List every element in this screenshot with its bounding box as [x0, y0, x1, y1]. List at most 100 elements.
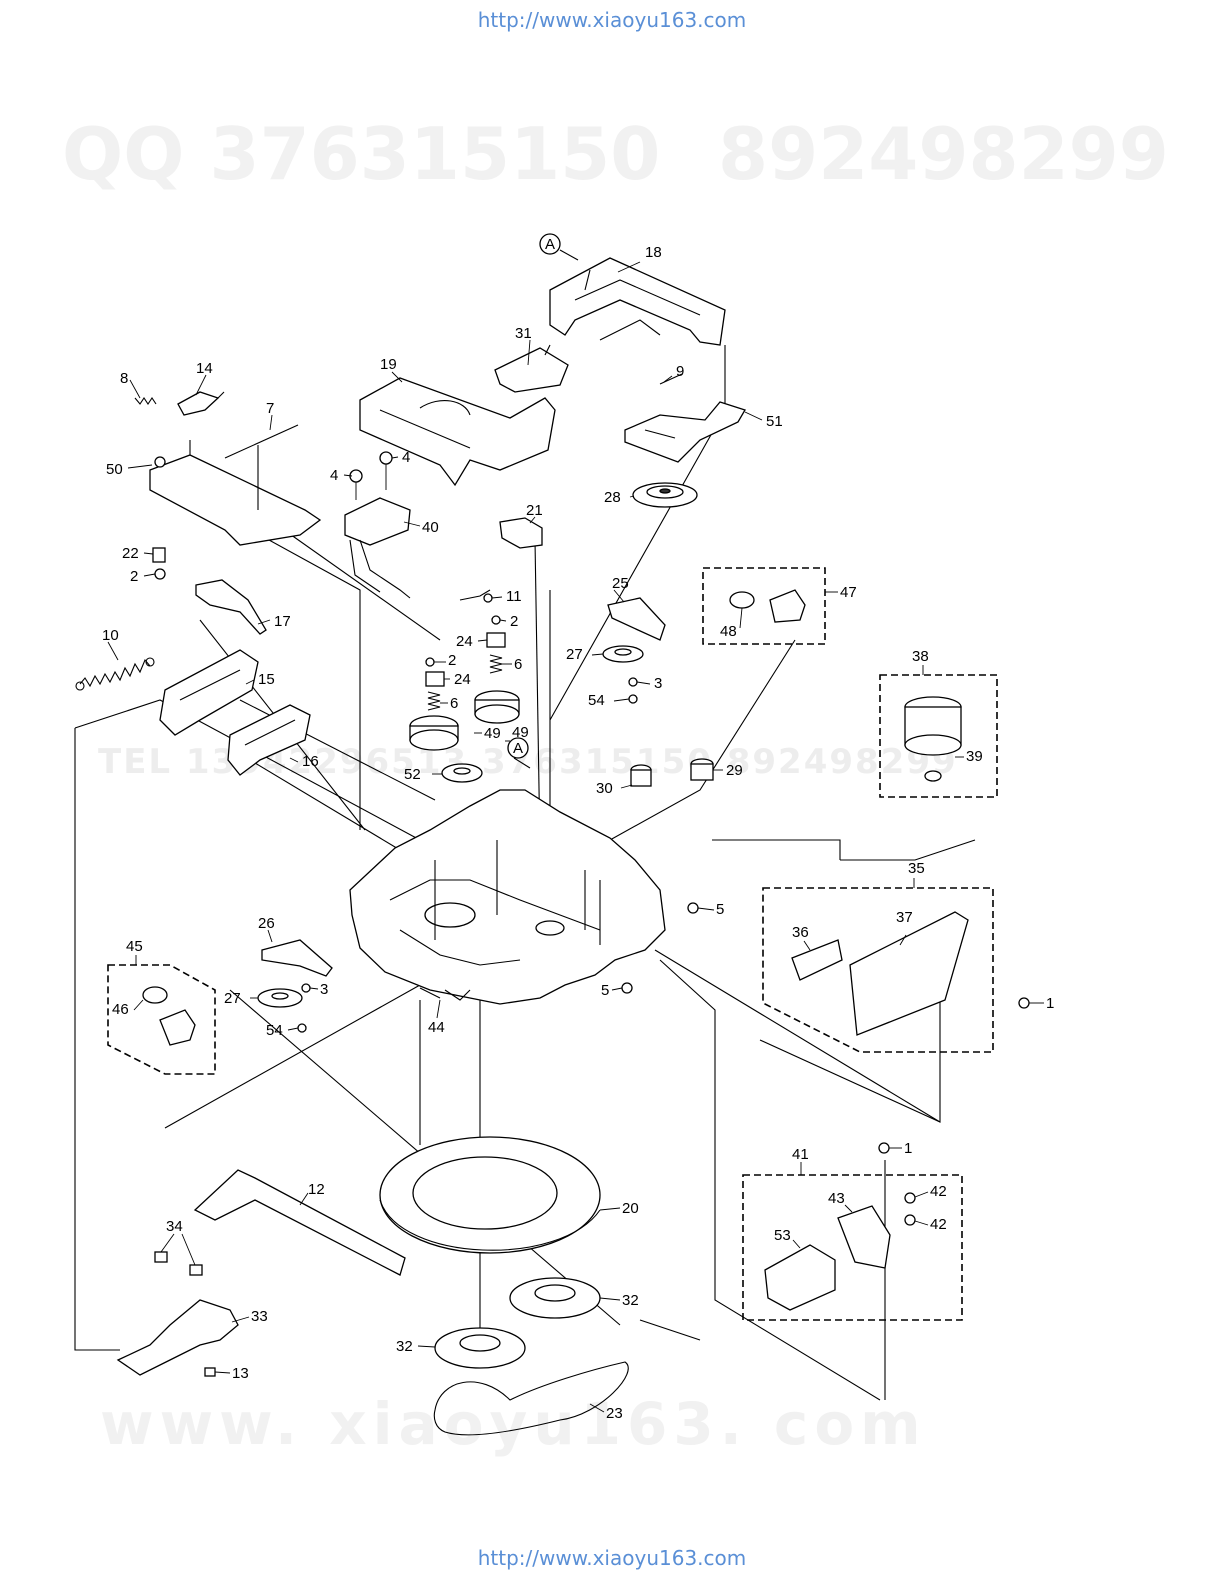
label-33: 33	[251, 1308, 268, 1325]
part-29-gear	[690, 758, 714, 781]
part-49-gears	[409, 690, 520, 751]
part-16-slider	[227, 704, 311, 776]
label-48: 48	[720, 623, 737, 640]
label-23: 23	[606, 1405, 623, 1422]
part-14-lever	[177, 391, 225, 416]
label-41: 41	[792, 1146, 809, 1163]
label-36: 36	[792, 924, 809, 941]
part-12-flat-cable	[193, 1169, 406, 1276]
label-14: 14	[196, 360, 213, 377]
part-41-loading-motor-group	[742, 1142, 963, 1321]
part-31-bracket	[494, 344, 569, 393]
part-52-gear	[441, 763, 483, 783]
part-15-slider	[159, 649, 259, 736]
part-32-pulley-left	[434, 1327, 526, 1369]
part-34-switches	[154, 1251, 203, 1276]
part-4-screws	[349, 451, 393, 500]
label-25: 25	[612, 575, 629, 592]
part-28-gear	[632, 482, 698, 508]
main-chassis	[349, 789, 666, 1005]
part-24-collars	[425, 632, 506, 687]
label-13: 13	[232, 1365, 249, 1382]
label-27-upper: 27	[566, 646, 583, 663]
label-9: 9	[676, 363, 684, 380]
label-34: 34	[166, 1218, 183, 1235]
label-2-center-upper: 2	[510, 613, 518, 630]
label-3-upper: 3	[654, 675, 662, 692]
label-24-lower: 24	[454, 671, 471, 688]
label-15: 15	[258, 671, 275, 688]
part-26-lever	[261, 939, 333, 977]
ref-marker-a-center: A	[507, 737, 531, 769]
label-39: 39	[966, 748, 983, 765]
ref-marker-a-label-center: A	[513, 740, 523, 757]
part-27-gear-lower	[257, 988, 303, 1008]
part-9-pin	[659, 373, 683, 385]
label-32-right: 32	[622, 1292, 639, 1309]
part-32-pulley-right	[509, 1277, 601, 1319]
label-43: 43	[828, 1190, 845, 1207]
label-54-lower: 54	[266, 1022, 283, 1039]
label-1-lower: 1	[904, 1140, 912, 1157]
label-16: 16	[302, 753, 319, 770]
part-3-clip-lower	[301, 983, 311, 993]
part-38-spindle-motor-group	[879, 674, 998, 798]
label-49-left: 49	[484, 725, 501, 742]
footer-url[interactable]: http://www.xiaoyu163.com	[477, 1546, 747, 1570]
label-6-upper: 6	[514, 656, 522, 673]
label-29: 29	[726, 762, 743, 779]
label-42-upper: 42	[930, 1183, 947, 1200]
part-7-rod	[224, 424, 299, 510]
label-53: 53	[774, 1227, 791, 1244]
label-32-left: 32	[396, 1338, 413, 1355]
part-2-washer-center	[425, 615, 501, 667]
part-35-circuit-board-group	[762, 887, 1030, 1053]
part-21-clip	[499, 517, 543, 549]
watermark-qq: QQ 376315150	[62, 112, 661, 196]
label-40: 40	[422, 519, 439, 536]
part-45-switch-assembly	[107, 964, 216, 1075]
label-5-bottom: 5	[601, 982, 609, 999]
watermark-number: 892498299	[718, 112, 1169, 196]
label-22: 22	[122, 545, 139, 562]
label-28: 28	[604, 489, 621, 506]
label-31: 31	[515, 325, 532, 342]
label-26: 26	[258, 915, 275, 932]
label-4-left: 4	[330, 467, 338, 484]
label-11: 11	[506, 588, 522, 605]
label-4-right: 4	[402, 449, 410, 466]
header-url[interactable]: http://www.xiaoyu163.com	[477, 8, 747, 32]
part-23-belt	[433, 1361, 629, 1436]
part-47-switch-assembly	[702, 567, 826, 645]
label-52: 52	[404, 766, 421, 783]
part-51-plate	[624, 401, 746, 463]
part-10-spring	[75, 657, 155, 691]
ref-marker-a-label: A	[545, 236, 555, 253]
leader-lines	[107, 261, 1044, 1413]
part-18-top-chassis	[549, 257, 726, 346]
label-20: 20	[622, 1200, 639, 1217]
part-8-spring	[134, 397, 157, 405]
label-38: 38	[912, 648, 929, 665]
part-2-washer-left	[154, 568, 166, 580]
part-17-lever	[195, 579, 267, 635]
label-35: 35	[908, 860, 925, 877]
label-6-lower: 6	[450, 695, 458, 712]
label-1-right: 1	[1046, 995, 1054, 1012]
part-19-holder-frame	[359, 377, 556, 487]
part-54-washer-lower	[297, 1023, 307, 1033]
part-27-gear-upper	[602, 645, 644, 663]
part-20-ring-gear	[379, 1136, 601, 1254]
part-3-clip-upper	[628, 677, 638, 687]
label-44: 44	[428, 1019, 445, 1036]
label-47: 47	[840, 584, 857, 601]
label-27-lower: 27	[224, 990, 241, 1007]
label-54-upper: 54	[588, 692, 605, 709]
ref-marker-a-top: A	[539, 233, 579, 261]
label-8: 8	[120, 370, 128, 387]
part-13-clip	[204, 1367, 216, 1377]
part-44-bracket	[419, 987, 441, 999]
label-30: 30	[596, 780, 613, 797]
part-30-gear	[630, 764, 652, 787]
